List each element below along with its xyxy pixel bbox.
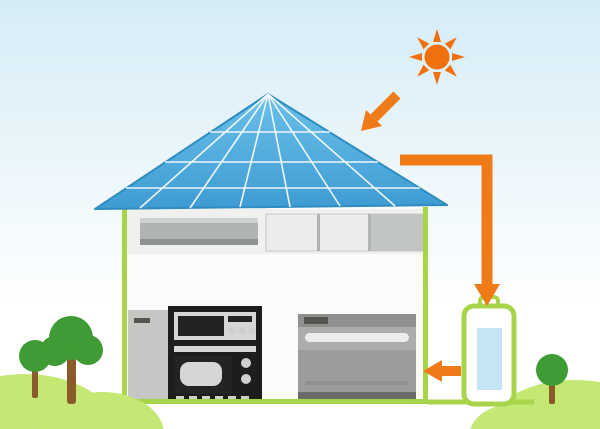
- sun-icon: [409, 29, 465, 85]
- appliance-knobs: [228, 327, 256, 335]
- bushes-right: [470, 380, 600, 429]
- upstairs-windows: [265, 213, 427, 252]
- kitchen-cabinet: [128, 310, 168, 402]
- solar-panel-roof: [94, 93, 448, 210]
- battery-charge-level: [477, 328, 502, 390]
- arrow-roof-to-battery: [400, 154, 500, 306]
- tree-right: [536, 354, 568, 404]
- sun-disc: [424, 44, 450, 70]
- arrow-sun-to-roof: [361, 91, 401, 131]
- stacked-appliance: [168, 306, 262, 402]
- dishwasher: [298, 314, 416, 404]
- dishwasher-handle: [305, 333, 409, 342]
- solar-panel-grid: [126, 93, 420, 209]
- arrow-battery-to-house: [423, 360, 461, 382]
- appliance-buttons: [176, 396, 249, 400]
- house-outline: [122, 207, 428, 404]
- tree-large-left: [40, 316, 103, 404]
- house: [122, 207, 428, 404]
- sun-rays: [409, 29, 465, 85]
- storage-battery: [461, 295, 517, 407]
- microwave-window: [180, 362, 222, 386]
- range-hood: [140, 218, 258, 245]
